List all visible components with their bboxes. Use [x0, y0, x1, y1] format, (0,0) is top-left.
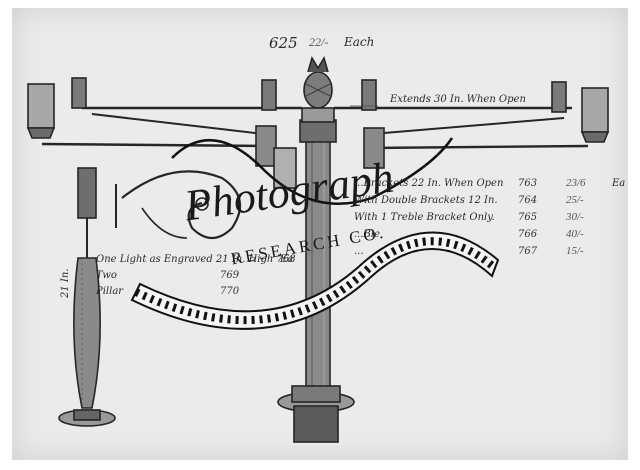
lamp-engraving [26, 56, 610, 443]
catalog-page: 625 22/- Each Extends 30 In. When Open 2… [12, 8, 628, 460]
header-price: 22/- [309, 35, 329, 49]
watermark-swash [171, 137, 454, 205]
left-list-num: 770 [220, 286, 240, 297]
height-note: 21 In. [60, 268, 71, 298]
list-item: ...Ble 766 40/- [354, 228, 584, 240]
catalog-number: 625 [269, 34, 298, 52]
left-list-num: 769 [220, 270, 240, 281]
lamp-glass-left [27, 83, 55, 129]
list-item: With Double Brackets 12 In. 764 25/- [354, 194, 584, 206]
left-list-item: One Light as Engraved 21 In. High 768 [96, 254, 296, 265]
extends-note: Extends 30 In. When Open [390, 94, 526, 105]
scroll-bracket [121, 170, 242, 240]
standing-lamp-top [77, 167, 97, 219]
list-item: ... 767 15/- [354, 245, 584, 257]
left-list-item: Two [96, 270, 117, 281]
pillar-shaft [305, 137, 331, 389]
lamp-glass-right [581, 87, 609, 133]
list-item: ...Brackets 22 In. When Open 763 23/6 Ea [354, 177, 626, 189]
left-list-unit: Ea [280, 254, 294, 265]
left-list-item: Pillar [96, 286, 124, 297]
header-unit: Each [344, 35, 375, 49]
standing-lamp-stem [73, 257, 101, 409]
list-item: With 1 Treble Bracket Only. 765 30/- [354, 211, 584, 223]
watermark-filmstrip [130, 137, 500, 330]
